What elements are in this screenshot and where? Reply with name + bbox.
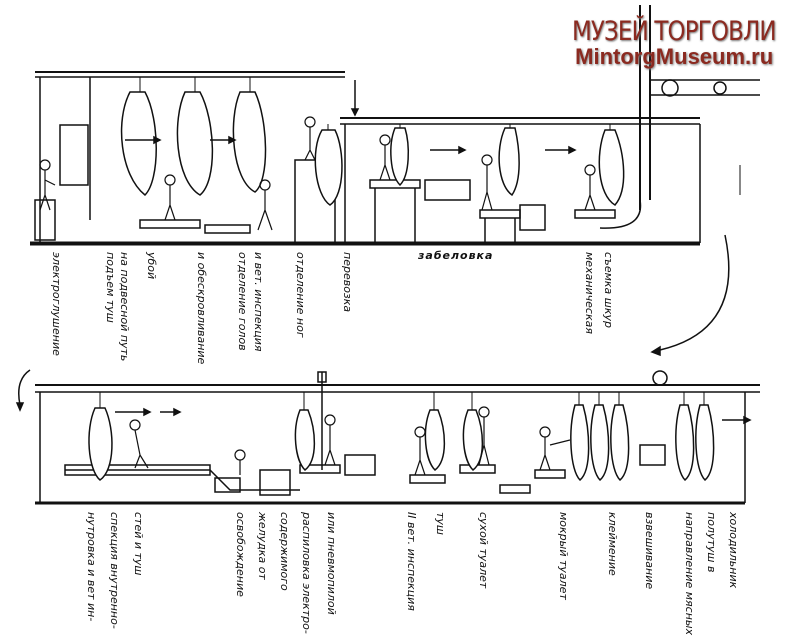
label-transfer: перевозка	[341, 252, 354, 313]
label-inspection-2-2: туш	[434, 512, 447, 535]
label-head-removal-2: и вет. инспекция	[252, 252, 265, 352]
label-evisceration-1: нутровка и вет ин-	[85, 512, 98, 622]
label-stomach-3: содержимого	[278, 512, 291, 591]
label-stomach-2: желудка от	[256, 512, 269, 580]
label-wet-trim: мокрый туалет	[557, 512, 570, 600]
label-weighing: взвешивание	[643, 512, 656, 590]
label-head-removal-1: отделение голов	[236, 252, 249, 351]
label-stomach-1: освобождение	[234, 512, 247, 597]
label-evisceration-2: спекция внутренно-	[108, 512, 121, 629]
label-sawing-2: или пневмопилой	[325, 512, 338, 615]
label-inspection-2-1: II вет. инспекция	[405, 512, 418, 611]
label-to-cold-store-3: холодильник	[727, 512, 740, 589]
label-hoist-2: на подвесной путь	[118, 252, 131, 362]
label-dry-trim: сухой туалет	[477, 512, 490, 589]
label-hide-removal-1: механическая	[583, 252, 596, 334]
watermark-logo: МУЗЕЙ ТОРГОВЛИ MintorgMuseum.ru	[554, 16, 794, 70]
label-to-cold-store-1: направление мясных	[683, 512, 696, 636]
label-stunning: электроглушение	[50, 252, 63, 356]
label-sawing-1: распиловка электро-	[300, 512, 313, 634]
watermark-title: МУЗЕЙ ТОРГОВЛИ	[572, 16, 777, 47]
watermark-url: MintorgMuseum.ru	[575, 44, 774, 69]
label-stamping: клеймение	[606, 512, 619, 576]
label-hide-removal-2: съемка шкур	[602, 252, 615, 328]
label-to-cold-store-2: полутуш в	[705, 512, 718, 573]
label-evisceration-3: стей и туш	[132, 512, 145, 576]
label-kill: убой	[145, 252, 158, 280]
label-leg-removal: отделение ног	[294, 252, 307, 338]
label-bleeding: и обескровливание	[195, 252, 208, 365]
label-hoist-1: подъем туш	[104, 252, 117, 323]
label-skinning: забеловка	[418, 249, 494, 262]
